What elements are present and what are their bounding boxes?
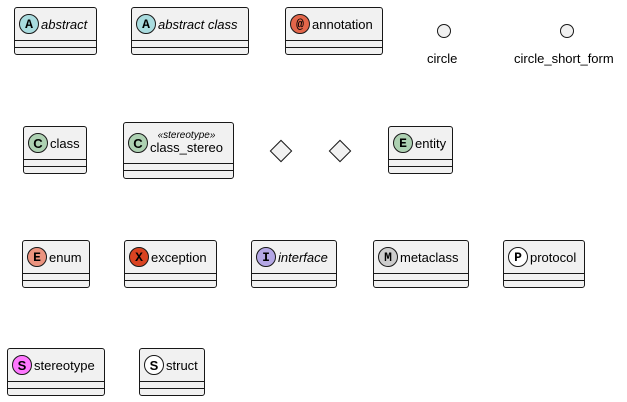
fields-divider <box>374 273 468 280</box>
annotation-name: annotation <box>312 16 373 32</box>
fields-divider <box>252 273 336 280</box>
fields-divider <box>132 40 248 47</box>
class-name: class <box>50 135 80 151</box>
interface-name: interface <box>278 249 328 265</box>
stereotype-node[interactable]: S stereotype <box>7 348 105 396</box>
fields-divider <box>23 273 89 280</box>
abstract-class-name: abstract class <box>158 16 238 32</box>
abstract-class-node[interactable]: A abstract class <box>131 7 249 55</box>
class-stereo-name: class_stereo <box>150 140 223 156</box>
fields-divider <box>504 273 584 280</box>
methods-divider <box>504 280 584 287</box>
entity-e-icon: E <box>393 133 413 153</box>
enum-e-icon: E <box>27 247 47 267</box>
exception-node[interactable]: X exception <box>124 240 217 288</box>
methods-divider <box>132 47 248 54</box>
stereotype-s-icon: S <box>12 355 32 375</box>
class-stereo-node[interactable]: C «stereotype» class_stereo <box>123 122 234 179</box>
interface-node[interactable]: I interface <box>251 240 337 288</box>
metaclass-node[interactable]: M metaclass <box>373 240 469 288</box>
circle-short-form-label: circle_short_form <box>514 51 614 66</box>
circle-label: circle <box>427 51 458 66</box>
class-c-icon: C <box>28 133 48 153</box>
stereotype-label: «stereotype» <box>157 130 216 142</box>
annotation-node[interactable]: @ annotation <box>285 7 383 55</box>
abstract-a-icon: A <box>136 14 156 34</box>
fields-divider <box>125 273 216 280</box>
abstract-node[interactable]: A abstract <box>14 7 97 55</box>
fields-divider <box>389 159 452 166</box>
diamond-node-icon[interactable] <box>269 139 293 163</box>
abstract-a-icon: A <box>19 14 39 34</box>
class-node[interactable]: C class <box>23 126 87 174</box>
methods-divider <box>124 170 233 177</box>
struct-node[interactable]: S struct <box>139 348 205 396</box>
struct-name: struct <box>166 357 198 373</box>
stereotype-name: stereotype <box>34 357 95 373</box>
protocol-p-icon: P <box>508 247 528 267</box>
methods-divider <box>24 166 86 173</box>
methods-divider <box>286 47 382 54</box>
methods-divider <box>252 280 336 287</box>
fields-divider <box>15 40 96 47</box>
protocol-node[interactable]: P protocol <box>503 240 585 288</box>
struct-s-icon: S <box>144 355 164 375</box>
metaclass-name: metaclass <box>400 249 459 265</box>
interface-i-icon: I <box>256 247 276 267</box>
fields-divider <box>8 381 104 388</box>
methods-divider <box>140 388 204 395</box>
fields-divider <box>124 163 233 170</box>
class-c-icon: C <box>128 133 148 153</box>
abstract-name: abstract <box>41 16 88 32</box>
fields-divider <box>286 40 382 47</box>
metaclass-m-icon: M <box>378 247 398 267</box>
methods-divider <box>15 47 96 54</box>
enum-node[interactable]: E enum <box>22 240 90 288</box>
annotation-at-icon: @ <box>290 14 310 34</box>
exception-name: exception <box>151 249 207 265</box>
enum-name: enum <box>49 249 82 265</box>
methods-divider <box>374 280 468 287</box>
entity-name: entity <box>415 135 447 151</box>
methods-divider <box>125 280 216 287</box>
exception-x-icon: X <box>129 247 149 267</box>
protocol-name: protocol <box>530 249 577 265</box>
circle-node-icon[interactable] <box>437 24 451 38</box>
methods-divider <box>389 166 452 173</box>
fields-divider <box>24 159 86 166</box>
methods-divider <box>23 280 89 287</box>
entity-node[interactable]: E entity <box>388 126 453 174</box>
circle-short-form-node-icon[interactable] <box>560 24 574 38</box>
fields-divider <box>140 381 204 388</box>
diamond-node-2-icon[interactable] <box>328 139 352 163</box>
methods-divider <box>8 388 104 395</box>
